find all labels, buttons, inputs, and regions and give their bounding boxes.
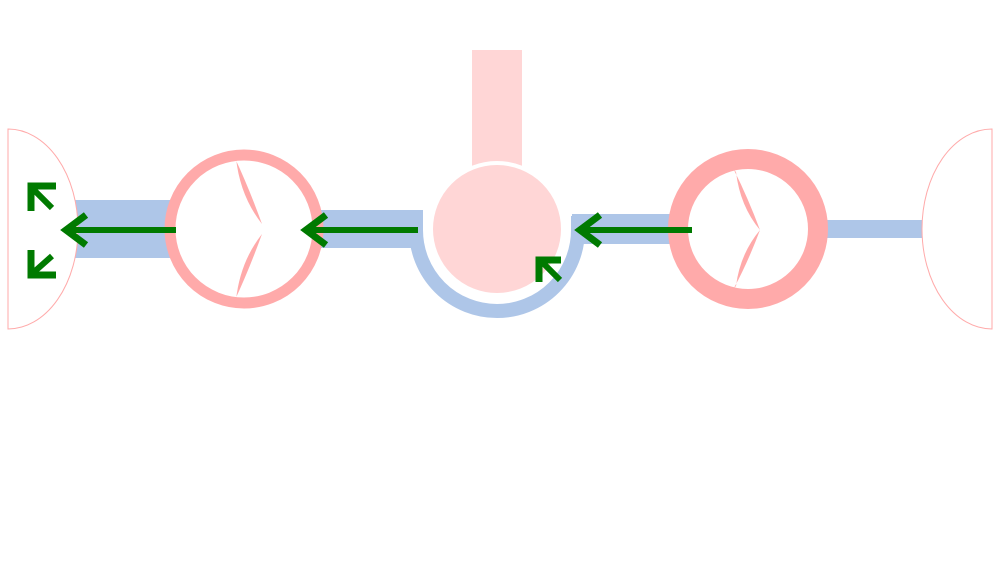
right-valve [668, 149, 828, 309]
tube-right-inlet [826, 220, 926, 238]
flow-arrows [27, 182, 692, 283]
flow-arrow-right-valve [574, 212, 692, 248]
right-chamber [921, 128, 993, 330]
left-valve-leaflet-bottom [234, 234, 262, 302]
reservoir-bulb [429, 161, 565, 297]
central-reservoir [429, 50, 565, 297]
flow-arrow-left-valve [60, 212, 176, 248]
left-valve [164, 149, 324, 309]
left-chamber [7, 128, 79, 330]
flow-arrow-reservoir-inlet [535, 256, 563, 283]
right-valve-leaflet-top [734, 170, 760, 230]
flow-arrow-reservoir-outlet [300, 212, 418, 248]
left-valve-ring [164, 149, 324, 309]
flow-arrow-chamber-down [27, 250, 56, 279]
tube-u-bend [409, 216, 585, 318]
right-valve-ring [668, 149, 828, 309]
flow-arrow-chamber-up [27, 182, 56, 211]
right-valve-leaflet-bottom [734, 230, 760, 288]
left-valve-leaflet-top [234, 156, 262, 224]
